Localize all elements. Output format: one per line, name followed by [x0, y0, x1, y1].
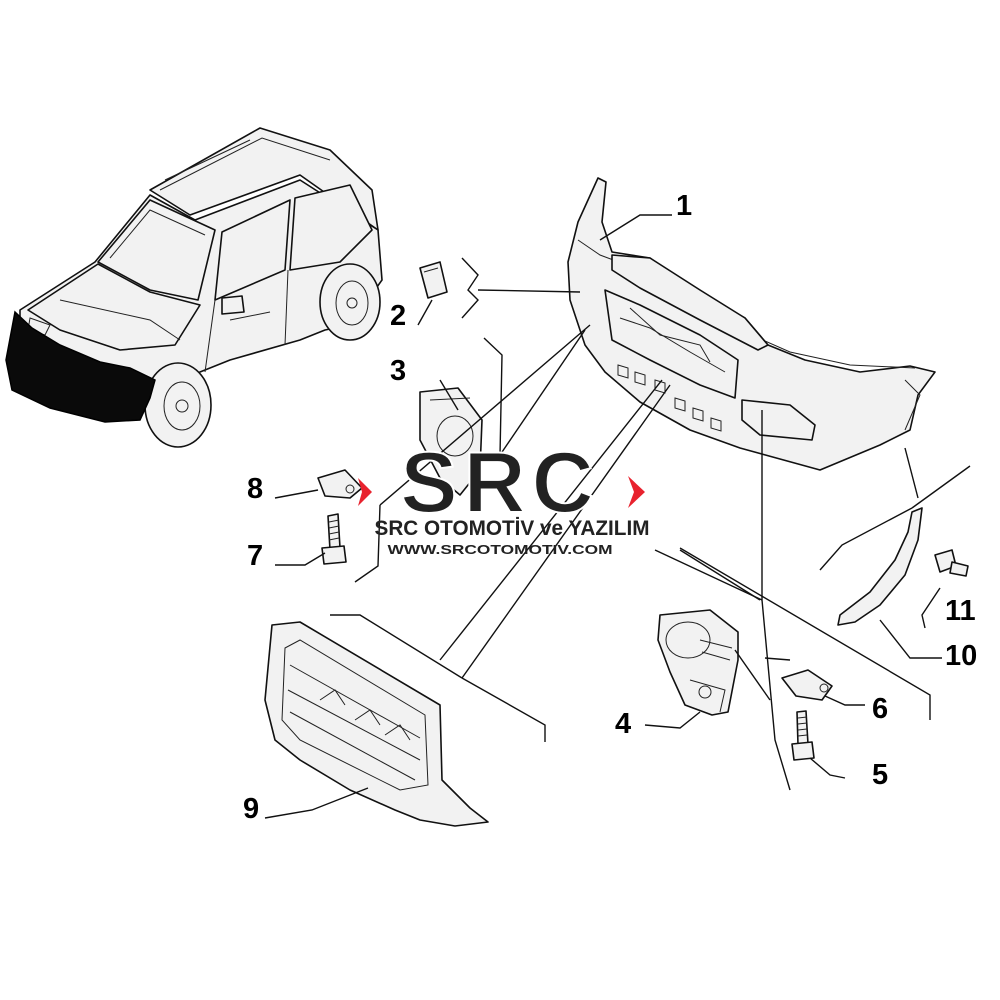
callout-1: 1: [676, 190, 692, 222]
part-8-clip: [317, 469, 363, 499]
part-7-bolt: [321, 513, 347, 565]
vehicle-overview: [5, 127, 383, 448]
callout-8: 8: [247, 473, 263, 505]
callout-9: 9: [243, 793, 259, 825]
part-1-front-bumper: [567, 177, 936, 471]
part-10-trim-strip: [837, 507, 923, 626]
callout-2: 2: [390, 300, 406, 332]
part-4-bracket: [657, 609, 739, 716]
part-5-bolt: [791, 710, 815, 761]
part-9-lower-grille: [264, 621, 489, 827]
watermark-company-name: SRC OTOMOTİV ve YAZILIM: [375, 517, 650, 540]
watermark: SRC SRC OTOMOTİV ve YAZILIM WWW.SRCOTOMO…: [358, 434, 650, 557]
callouts: 1 2 3 4 5 6 7 8 9 10 11: [243, 190, 977, 825]
callout-7: 7: [247, 540, 263, 572]
part-3-bracket: [419, 387, 483, 496]
watermark-website: WWW.SRCOTOMOTIV.COM: [388, 542, 613, 557]
watermark-chevron-left-icon: [358, 478, 372, 506]
callout-10: 10: [945, 640, 977, 672]
callout-4: 4: [615, 708, 631, 740]
leader-lines: [264, 214, 971, 819]
callout-5: 5: [872, 759, 888, 791]
callout-11: 11: [945, 595, 976, 627]
part-6-clip: [781, 669, 833, 701]
watermark-chevron-right-icon: [628, 476, 645, 508]
callout-6: 6: [872, 693, 888, 725]
highlighted-bumper: [5, 310, 156, 423]
part-2-cap: [419, 261, 448, 299]
part-11-push-pin: [934, 549, 969, 577]
watermark-logo: SRC: [400, 435, 600, 531]
callout-3: 3: [390, 355, 406, 387]
